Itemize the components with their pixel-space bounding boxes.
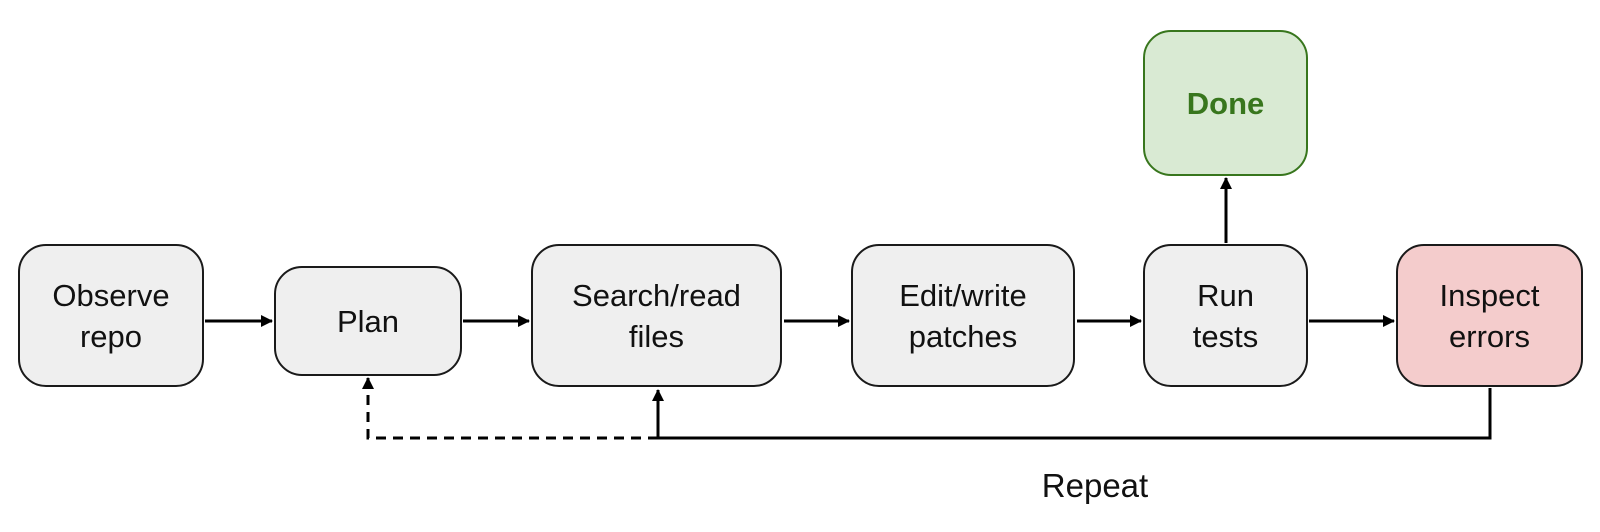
node-label: Observe repo bbox=[52, 277, 170, 354]
node-done: Done bbox=[1143, 30, 1308, 176]
node-label: Run tests bbox=[1192, 277, 1259, 354]
node-label: Plan bbox=[336, 303, 400, 339]
node-edit-write-patches: Edit/write patches bbox=[851, 244, 1075, 387]
repeat-edge-label: Repeat bbox=[1041, 467, 1149, 504]
node-label: Search/read files bbox=[572, 277, 741, 354]
node-label: Edit/write patches bbox=[899, 277, 1027, 354]
edge-repeat-inspect-to-search bbox=[652, 388, 1492, 440]
node-plan: Plan bbox=[274, 266, 462, 376]
node-search-read-files: Search/read files bbox=[531, 244, 782, 387]
node-run-tests: Run tests bbox=[1143, 244, 1308, 387]
node-observe-repo: Observe repo bbox=[18, 244, 204, 387]
node-label: Done bbox=[1186, 85, 1265, 121]
node-label: Inspect errors bbox=[1439, 277, 1540, 354]
node-inspect-errors: Inspect errors bbox=[1396, 244, 1583, 387]
edge-repeat-dashed-to-plan bbox=[362, 377, 658, 440]
